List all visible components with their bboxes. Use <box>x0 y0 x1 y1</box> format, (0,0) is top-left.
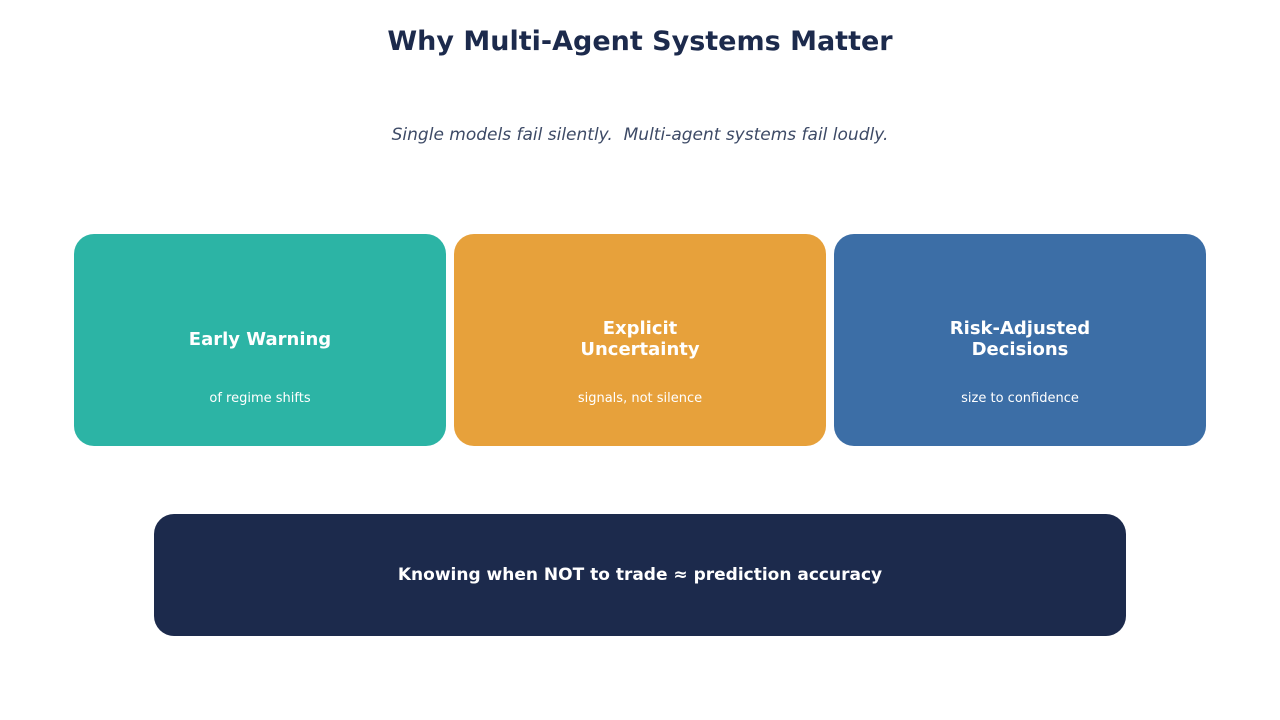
card-early-warning: Early Warning of regime shifts <box>74 234 446 446</box>
card-title: Risk-Adjusted Decisions <box>949 318 1091 360</box>
card-explicit-uncertainty: Explicit Uncertainty signals, not silenc… <box>454 234 826 446</box>
card-subtitle: size to confidence <box>961 391 1079 406</box>
card-risk-adjusted-decisions: Risk-Adjusted Decisions size to confiden… <box>834 234 1206 446</box>
card-subtitle: signals, not silence <box>577 391 703 406</box>
card-title: Explicit Uncertainty <box>580 318 700 360</box>
card-subtitle: of regime shifts <box>209 391 311 406</box>
slide-title: Why Multi-Agent Systems Matter <box>387 26 893 57</box>
slide-subtitle: Single models fail silently. Multi-agent… <box>391 125 889 145</box>
card-title: Early Warning <box>188 328 332 350</box>
banner-text: Knowing when NOT to trade ≈ prediction a… <box>397 565 883 585</box>
conclusion-banner: Knowing when NOT to trade ≈ prediction a… <box>154 514 1126 636</box>
